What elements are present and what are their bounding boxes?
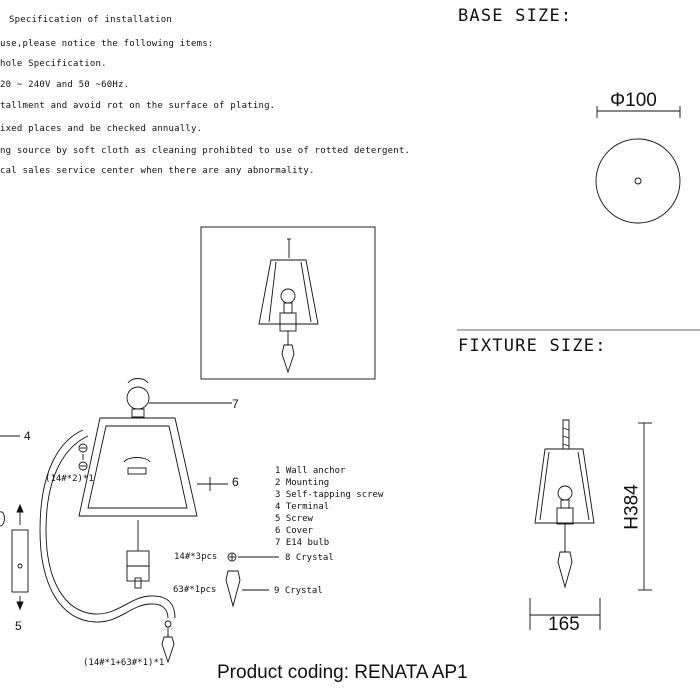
base-center-hole — [634, 177, 642, 185]
fixture-crystal — [557, 551, 573, 589]
part-item: 6 Cover — [275, 526, 313, 536]
part-item: 3 Self-tapping screw — [275, 490, 384, 500]
qty-label: (14#*1+63#*1)*1 — [83, 658, 165, 668]
qty-label: 63#*1pcs — [173, 585, 217, 595]
fixture-bulb — [557, 485, 573, 501]
callout-4: 4 — [24, 429, 31, 443]
crystal-8-symbol — [227, 552, 237, 562]
spec-line: use,please notice the following items: — [0, 39, 214, 49]
spec-line: cal sales service center when there are … — [0, 166, 315, 176]
qty-label: (14#*2)*1 — [45, 474, 94, 484]
preview-crystal — [281, 344, 295, 374]
part-8-label: 8 Crystal — [285, 553, 334, 563]
part-9-label: 9 Crystal — [274, 586, 323, 596]
qty-label: 14#*3pcs — [174, 552, 218, 562]
part-item: 2 Mounting — [275, 478, 330, 488]
curved-arm — [39, 429, 169, 623]
fixture-size-header: FIXTURE SIZE: — [458, 336, 607, 356]
part-item: 1 Wall anchor — [275, 466, 346, 476]
bulb-7 — [126, 386, 150, 410]
fixture-shade — [534, 448, 595, 524]
wall-plate — [11, 529, 29, 593]
part-item: 4 Terminal — [275, 502, 330, 512]
arm-crystal — [161, 636, 175, 664]
base-size-header: BASE SIZE: — [458, 6, 573, 26]
crystal-9-symbol — [225, 570, 241, 608]
base-diameter-label: Φ100 — [610, 90, 657, 111]
spec-line: ixed places and be checked annually. — [0, 124, 203, 134]
spec-line: tallment and avoid rot on the surface of… — [0, 101, 276, 111]
callout-6: 6 — [232, 475, 239, 489]
part-item: 7 E14 bulb — [275, 538, 330, 548]
preview-bulb — [280, 288, 296, 304]
spec-title: Specification of installation — [9, 15, 172, 25]
callout-5: 5 — [15, 619, 22, 633]
preview-frame — [200, 226, 376, 380]
product-coding: Product coding: RENATA AP1 — [217, 662, 468, 683]
fixture-width-label: 165 — [548, 614, 580, 635]
preview-shade — [258, 259, 319, 325]
spec-line: 20 ~ 240V and 50 ~60Hz. — [0, 80, 130, 90]
spec-line: hole Specification. — [0, 59, 107, 69]
parts-list: 1 Wall anchor 2 Mounting 3 Self-tapping … — [275, 465, 383, 549]
callout-7: 7 — [232, 397, 239, 411]
fixture-height-label: H384 — [621, 484, 643, 530]
base-plate-circle — [595, 138, 681, 224]
spec-line: ng source by soft cloth as cleaning proh… — [0, 146, 411, 156]
cover-6 — [78, 417, 198, 517]
part-item: 5 Screw — [275, 514, 313, 524]
